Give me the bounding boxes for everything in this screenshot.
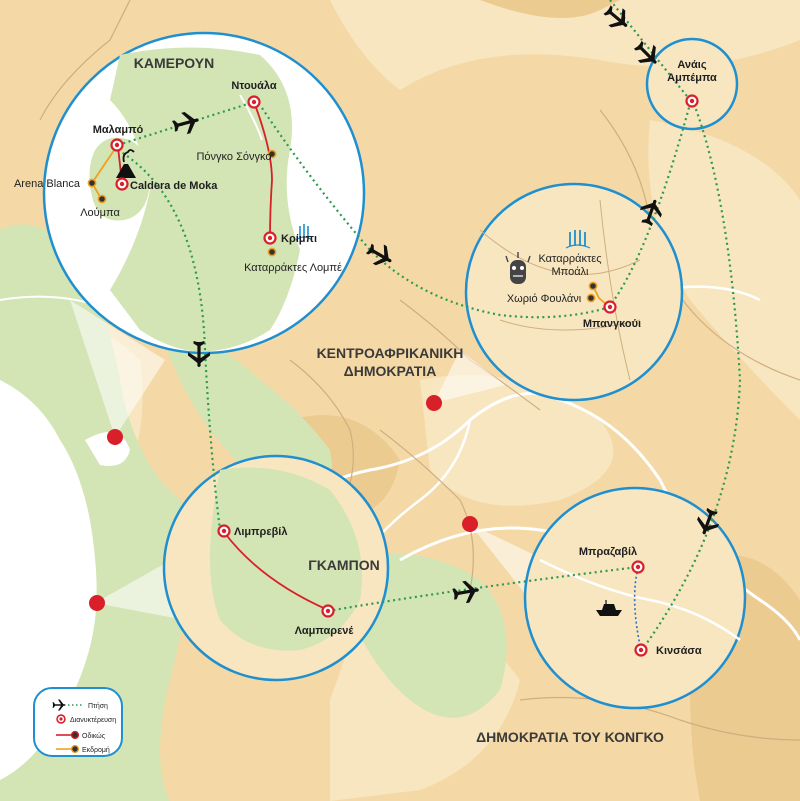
place-malabo: Μαλαμπό (93, 124, 144, 136)
gabon-inset (162, 454, 390, 682)
place-libreville: Λιμπρεβίλ (234, 526, 287, 538)
legend: Πτήση Διανυκτέρευση Οδικώς Εκδρομή (33, 687, 123, 757)
place-lambarene: Λαμπαρενέ (295, 625, 355, 637)
place-lobe-falls: Καταρράκτες Λομπέ (244, 262, 342, 274)
place-boali-falls-line2: Μποάλι (551, 266, 589, 278)
place-anais-line2: Αμπέμπα (667, 72, 717, 84)
country-label-car: ΚΕΝΤΡΟΑΦΡΙΚΑΝΙΚΗ (317, 345, 464, 361)
congo-inset (523, 486, 747, 710)
country-label-drc: ΔΗΜΟΚΡΑΤΙΑ ΤΟΥ ΚΟΝΓΚΟ (476, 729, 664, 745)
legend-overnight-label: Διανυκτέρευση (70, 716, 116, 724)
place-caldera-de-moka: Caldera de Moka (130, 180, 218, 192)
legend-overnight-marker (56, 714, 66, 724)
country-label-car-line2: ΔΗΜΟΚΡΑΤΙΑ (344, 363, 437, 379)
flight-routes (117, 0, 742, 651)
legend-flight-label: Πτήση (88, 703, 108, 710)
place-kinshasa: Κινσάσα (656, 645, 702, 657)
volcano-icon (116, 149, 136, 178)
place-douala: Ντουάλα (231, 80, 276, 92)
place-foulani-village: Χωριό Φουλάνι (507, 293, 582, 305)
country-label-cameroon: ΚΑΜΕΡΟΥΝ (134, 55, 215, 71)
region-dots (89, 395, 478, 611)
legend-road-label: Οδικώς (82, 732, 106, 740)
place-pongo-songo: Πόνγκο Σόνγκο (196, 151, 271, 163)
place-luba: Λούμπα (80, 207, 120, 219)
place-arena-blanca: Arena Blanca (14, 178, 81, 190)
place-kribi: Κρίμπι (281, 233, 317, 245)
country-label-gabon: ΓΚΑΜΠΟΝ (308, 557, 379, 573)
anais-inset (645, 37, 739, 131)
place-boali-falls: Καταρράκτες (538, 253, 601, 265)
boat-icon (596, 600, 622, 616)
legend-excursion-label: Εκδρομή (82, 747, 110, 754)
place-anais: Ανάις (677, 59, 706, 71)
cameroon-inset (42, 31, 366, 355)
place-bangui: Μπανγκούι (583, 318, 641, 330)
boat-route (633, 567, 642, 651)
place-brazzaville: Μπραζαβίλ (579, 546, 637, 558)
waterfall-icon (565, 230, 591, 249)
mask-icon (505, 252, 531, 284)
car-inset (464, 182, 684, 402)
waterfall-icon (295, 224, 313, 241)
